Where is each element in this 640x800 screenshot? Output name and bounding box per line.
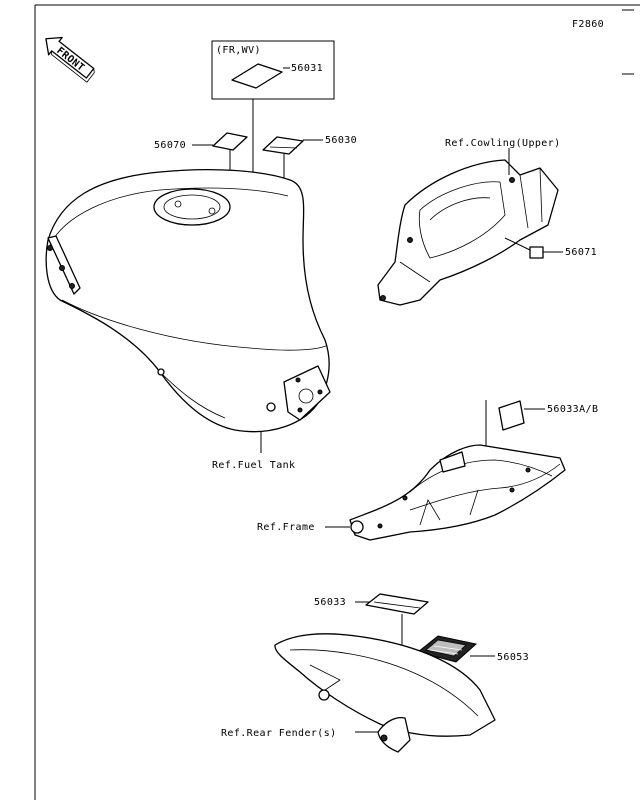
part-56033: 56033 [314,597,346,608]
label-56053-icon [416,635,478,663]
label-56030-icon [262,136,304,155]
label-56033ab-icon [498,400,525,431]
ref-cowling-upper: Ref.Cowling(Upper) [445,138,561,149]
rear-fender [274,633,496,753]
figure-code: F2860 [572,19,604,30]
part-56031: 56031 [291,63,323,74]
ref-fuel-tank: Ref.Fuel Tank [212,460,295,471]
label-56031-icon [231,63,283,89]
variant-box [211,40,335,100]
part-56030: 56030 [325,135,357,146]
variant-label: (FR,WV) [216,45,261,56]
fuel-tank [45,168,331,433]
ref-frame: Ref.Frame [257,522,315,533]
front-arrow-icon: FRONT [45,36,95,83]
label-56071-icon [529,246,544,259]
label-56033-icon [365,593,429,615]
part-56070: 56070 [154,140,186,151]
page-border-marks [34,4,640,800]
part-56053: 56053 [497,652,529,663]
ref-rear-fender: Ref.Rear Fender(s) [221,728,337,739]
label-56070-icon [212,132,248,151]
cowling-upper [377,159,559,306]
part-56071: 56071 [565,247,597,258]
frame [349,444,566,541]
part-56033ab: 56033A/B [547,404,598,415]
